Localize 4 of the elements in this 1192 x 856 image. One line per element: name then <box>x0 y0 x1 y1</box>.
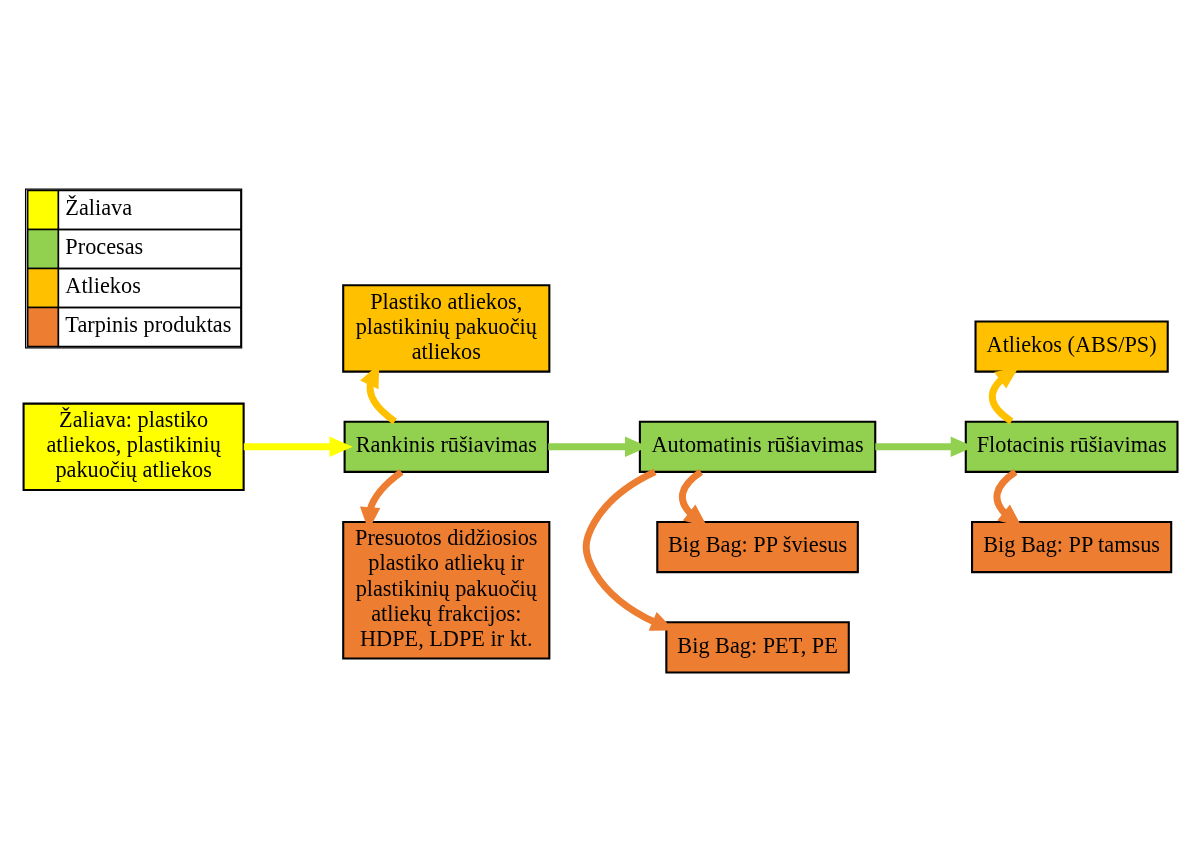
legend-label: Žaliava <box>65 195 133 221</box>
legend-label: Tarpinis produktas <box>65 312 232 338</box>
legend-label: Procesas <box>65 234 144 260</box>
legend-label: Atliekos <box>65 273 141 299</box>
